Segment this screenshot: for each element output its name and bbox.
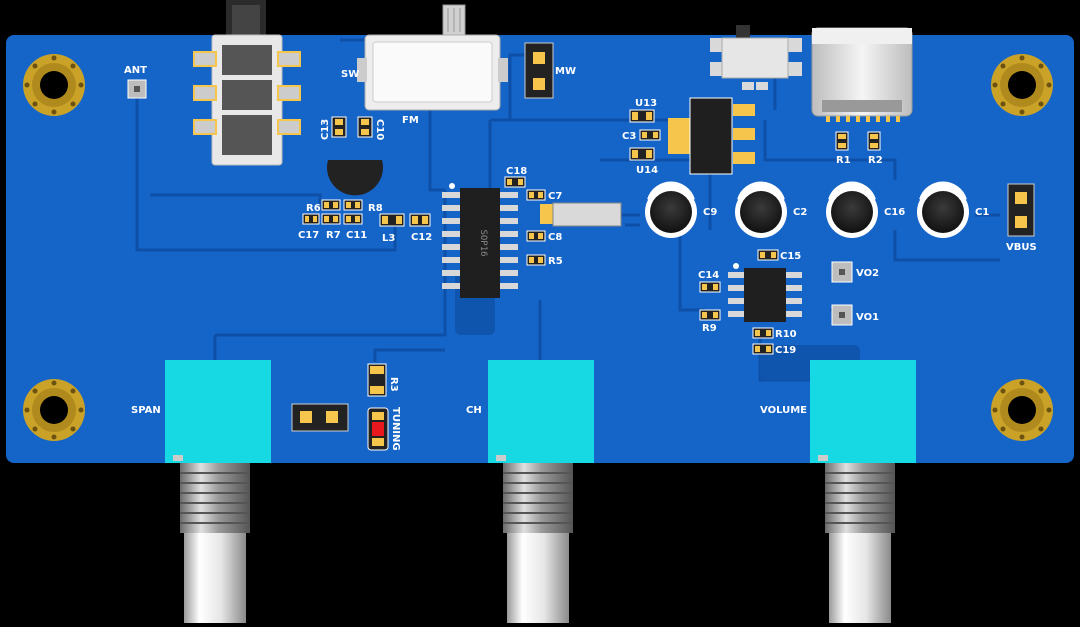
label-c1: C1 bbox=[975, 207, 989, 218]
label-c14: C14 bbox=[698, 270, 719, 281]
label-r8: R8 bbox=[368, 203, 383, 214]
pot-ch[interactable] bbox=[488, 360, 594, 623]
label-vbus: VBUS bbox=[1006, 242, 1037, 253]
voltage-regulator bbox=[668, 97, 755, 175]
mounting-hole-top-left bbox=[23, 54, 85, 116]
label-c3: C3 bbox=[622, 131, 636, 142]
pot-span[interactable] bbox=[165, 360, 271, 623]
pot-volume[interactable] bbox=[810, 360, 916, 623]
mounting-hole-top-right bbox=[991, 54, 1053, 116]
label-r10: R10 bbox=[775, 329, 797, 340]
audio-jack bbox=[193, 0, 301, 166]
label-u13: U13 bbox=[635, 98, 657, 109]
label-fm: FM bbox=[402, 115, 419, 126]
label-r2: R2 bbox=[868, 155, 883, 166]
mounting-hole-bottom-right bbox=[991, 379, 1053, 441]
audio-amp-ic bbox=[728, 263, 802, 322]
label-vo1: VO1 bbox=[856, 312, 879, 323]
label-c10: C10 bbox=[374, 119, 385, 140]
label-c13: C13 bbox=[320, 119, 331, 140]
label-mw: MW bbox=[555, 66, 576, 77]
label-c11: C11 bbox=[346, 230, 367, 241]
label-l3: L3 bbox=[382, 233, 395, 244]
mounting-holes bbox=[23, 54, 1053, 441]
resistor-r3 bbox=[367, 363, 387, 397]
label-c9: C9 bbox=[703, 207, 717, 218]
cap-c16 bbox=[826, 181, 878, 238]
cap-c9 bbox=[645, 181, 697, 238]
cap-c12 bbox=[409, 213, 431, 227]
label-vo2: VO2 bbox=[856, 268, 879, 279]
tuning-led bbox=[367, 407, 389, 451]
vbus-jumper[interactable] bbox=[1007, 183, 1035, 237]
main-ic: SOP16 bbox=[442, 183, 518, 298]
cap-c1 bbox=[917, 181, 969, 238]
label-r7: R7 bbox=[326, 230, 341, 241]
label-ant: ANT bbox=[124, 65, 147, 76]
ic-marking: SOP16 bbox=[478, 229, 488, 256]
label-c8: C8 bbox=[548, 232, 562, 243]
label-sw: SW bbox=[341, 69, 359, 80]
label-tuning: TUNING bbox=[390, 407, 401, 451]
mounting-hole-bottom-left bbox=[23, 379, 85, 441]
label-c16: C16 bbox=[884, 207, 905, 218]
label-r6: R6 bbox=[306, 203, 321, 214]
label-r3: R3 bbox=[388, 377, 399, 392]
usb-c-connector bbox=[811, 27, 913, 122]
label-c18: C18 bbox=[506, 166, 527, 177]
label-c15: C15 bbox=[780, 251, 801, 262]
label-r9: R9 bbox=[702, 323, 717, 334]
label-c12: C12 bbox=[411, 232, 432, 243]
electrolytic-caps bbox=[645, 181, 969, 238]
label-c2: C2 bbox=[793, 207, 807, 218]
transistor bbox=[327, 160, 383, 196]
cap-c13 bbox=[331, 116, 347, 138]
label-span: SPAN bbox=[131, 405, 161, 416]
label-r5: R5 bbox=[548, 256, 563, 267]
cap-c2 bbox=[735, 181, 787, 238]
label-volume: VOLUME bbox=[760, 405, 807, 416]
inductor-l3 bbox=[379, 213, 405, 227]
power-switch[interactable] bbox=[710, 25, 802, 90]
crystal-oscillator bbox=[540, 202, 622, 227]
label-ch: CH bbox=[466, 405, 482, 416]
label-u14: U14 bbox=[636, 165, 658, 176]
label-r1: R1 bbox=[836, 155, 851, 166]
label-c7: C7 bbox=[548, 191, 562, 202]
cap-c10 bbox=[357, 116, 373, 138]
label-c19: C19 bbox=[775, 345, 796, 356]
label-c17: C17 bbox=[298, 230, 319, 241]
